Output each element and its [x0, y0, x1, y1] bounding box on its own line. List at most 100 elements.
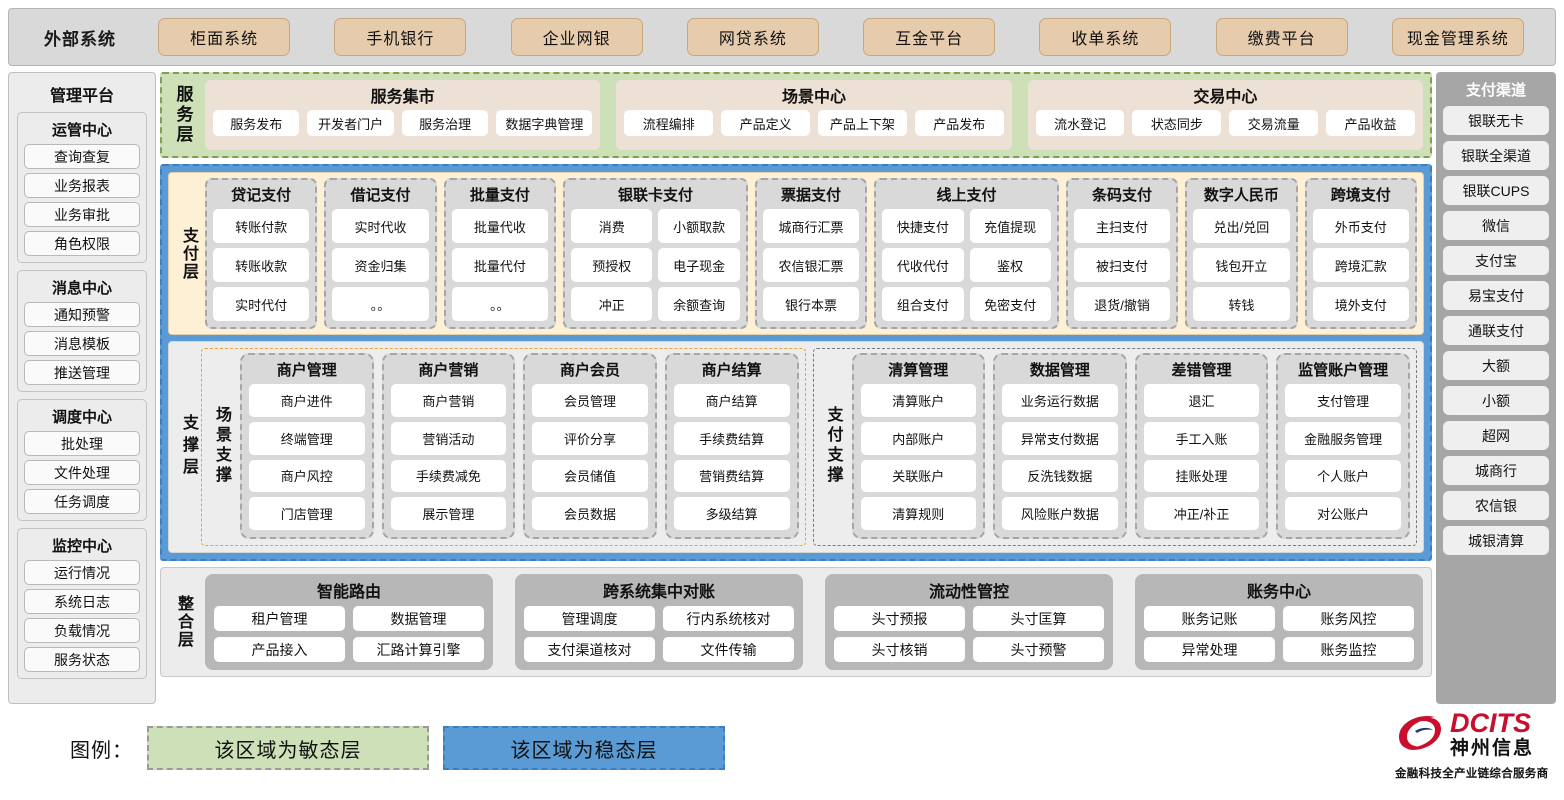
- payment-item[interactable]: 余额查询: [658, 287, 740, 321]
- support-item[interactable]: 风险账户数据: [1002, 497, 1118, 530]
- support-item[interactable]: 反洗钱数据: [1002, 459, 1118, 493]
- payment-item[interactable]: 小额取款: [658, 209, 740, 243]
- integration-item[interactable]: 支付渠道核对: [524, 637, 655, 662]
- integration-item[interactable]: 租户管理: [214, 606, 345, 631]
- payment-item[interactable]: 。。: [332, 287, 429, 321]
- payment-item[interactable]: 预授权: [571, 248, 653, 282]
- sidebar-item-1[interactable]: 系统日志: [24, 589, 140, 614]
- payment-channel-item[interactable]: 大额: [1443, 351, 1549, 380]
- sidebar-item-1[interactable]: 消息模板: [24, 331, 140, 356]
- external-system-chip[interactable]: 柜面系统: [158, 18, 291, 56]
- payment-item[interactable]: 消费: [571, 209, 653, 243]
- service-chip[interactable]: 状态同步: [1132, 110, 1222, 136]
- external-system-chip[interactable]: 现金管理系统: [1391, 18, 1524, 56]
- support-item[interactable]: 多级结算: [673, 497, 790, 530]
- payment-item[interactable]: 实时代收: [332, 209, 429, 243]
- sidebar-item-2[interactable]: 推送管理: [24, 360, 140, 385]
- integration-item[interactable]: 汇路计算引擎: [353, 637, 484, 662]
- payment-item[interactable]: 钱包开立: [1193, 248, 1290, 282]
- sidebar-item-1[interactable]: 业务报表: [24, 173, 140, 198]
- service-chip[interactable]: 产品上下架: [817, 110, 907, 136]
- support-item[interactable]: 挂账处理: [1143, 459, 1260, 493]
- payment-item[interactable]: 城商行汇票: [762, 209, 860, 243]
- payment-item[interactable]: 批量代付: [451, 248, 549, 282]
- payment-item[interactable]: 退货/撤销: [1073, 287, 1171, 321]
- payment-item[interactable]: 组合支付: [882, 287, 964, 321]
- service-chip[interactable]: 产品收益: [1326, 110, 1415, 136]
- payment-item[interactable]: 境外支付: [1312, 287, 1409, 321]
- support-item[interactable]: 会员数据: [532, 497, 648, 530]
- external-system-chip[interactable]: 网贷系统: [686, 18, 819, 56]
- integration-item[interactable]: 管理调度: [524, 606, 655, 631]
- support-item[interactable]: 手续费结算: [673, 421, 790, 455]
- payment-item[interactable]: 免密支付: [969, 287, 1051, 321]
- external-system-chip[interactable]: 互金平台: [863, 18, 996, 56]
- support-item[interactable]: 冲正/补正: [1143, 497, 1260, 530]
- payment-channel-item[interactable]: 银联无卡: [1443, 106, 1549, 135]
- integration-item[interactable]: 账务记账: [1144, 606, 1275, 631]
- payment-channel-item[interactable]: 银联CUPS: [1443, 176, 1549, 205]
- payment-item[interactable]: 转账收款: [213, 248, 310, 282]
- payment-item[interactable]: 主扫支付: [1073, 209, 1171, 243]
- service-chip[interactable]: 产品定义: [721, 110, 810, 136]
- integration-item[interactable]: 文件传输: [663, 637, 794, 662]
- payment-item[interactable]: 实时代付: [213, 287, 310, 321]
- sidebar-item-2[interactable]: 任务调度: [24, 489, 140, 514]
- support-item[interactable]: 清算账户: [860, 384, 977, 417]
- payment-item[interactable]: 农信银汇票: [762, 248, 860, 282]
- service-chip[interactable]: 服务治理: [401, 110, 489, 136]
- payment-channel-item[interactable]: 银联全渠道: [1443, 141, 1549, 170]
- payment-item[interactable]: 代收代付: [882, 248, 964, 282]
- service-chip[interactable]: 产品发布: [914, 110, 1004, 136]
- support-item[interactable]: 退汇: [1143, 384, 1260, 417]
- support-item[interactable]: 展示管理: [390, 497, 507, 530]
- sidebar-item-2[interactable]: 业务审批: [24, 202, 140, 227]
- support-item[interactable]: 手工入账: [1143, 421, 1260, 455]
- service-chip[interactable]: 开发者门户: [307, 110, 394, 136]
- payment-item[interactable]: 被扫支付: [1073, 248, 1171, 282]
- sidebar-item-3[interactable]: 角色权限: [24, 231, 140, 256]
- support-item[interactable]: 对公账户: [1285, 497, 1401, 530]
- payment-item[interactable]: 电子现金: [658, 248, 740, 282]
- support-item[interactable]: 评价分享: [532, 421, 648, 455]
- sidebar-item-0[interactable]: 批处理: [24, 431, 140, 456]
- integration-item[interactable]: 账务监控: [1283, 637, 1414, 662]
- integration-item[interactable]: 头寸预警: [973, 637, 1104, 662]
- integration-item[interactable]: 账务风控: [1283, 606, 1414, 631]
- integration-item[interactable]: 头寸匡算: [973, 606, 1104, 631]
- payment-item[interactable]: 鉴权: [969, 248, 1051, 282]
- external-system-chip[interactable]: 缴费平台: [1215, 18, 1348, 56]
- service-chip[interactable]: 流程编排: [624, 110, 714, 136]
- sidebar-item-0[interactable]: 通知预警: [24, 302, 140, 327]
- service-chip[interactable]: 流水登记: [1035, 110, 1125, 136]
- support-item[interactable]: 营销活动: [390, 421, 507, 455]
- support-item[interactable]: 业务运行数据: [1002, 384, 1118, 417]
- sidebar-item-0[interactable]: 查询查复: [24, 144, 140, 169]
- integration-item[interactable]: 行内系统核对: [663, 606, 794, 631]
- support-item[interactable]: 手续费减免: [390, 459, 507, 493]
- payment-item[interactable]: 兑出/兑回: [1193, 209, 1290, 243]
- support-item[interactable]: 会员管理: [532, 384, 648, 417]
- payment-channel-item[interactable]: 超网: [1443, 421, 1549, 450]
- support-item[interactable]: 营销费结算: [673, 459, 790, 493]
- payment-item[interactable]: 跨境汇款: [1312, 248, 1409, 282]
- support-item[interactable]: 商户营销: [390, 384, 507, 417]
- external-system-chip[interactable]: 收单系统: [1039, 18, 1172, 56]
- payment-channel-item[interactable]: 微信: [1443, 211, 1549, 240]
- support-item[interactable]: 门店管理: [249, 497, 365, 530]
- integration-item[interactable]: 头寸核销: [834, 637, 965, 662]
- payment-item[interactable]: 转钱: [1193, 287, 1290, 321]
- sidebar-item-1[interactable]: 文件处理: [24, 460, 140, 485]
- payment-channel-item[interactable]: 城商行: [1443, 456, 1549, 485]
- payment-channel-item[interactable]: 小额: [1443, 386, 1549, 415]
- payment-item[interactable]: 快捷支付: [882, 209, 964, 243]
- payment-channel-item[interactable]: 通联支付: [1443, 316, 1549, 345]
- support-item[interactable]: 终端管理: [249, 421, 365, 455]
- payment-channel-item[interactable]: 农信银: [1443, 491, 1549, 520]
- support-item[interactable]: 个人账户: [1285, 459, 1401, 493]
- payment-item[interactable]: 批量代收: [451, 209, 549, 243]
- service-chip[interactable]: 交易流量: [1229, 110, 1319, 136]
- support-item[interactable]: 会员储值: [532, 459, 648, 493]
- support-item[interactable]: 金融服务管理: [1285, 421, 1401, 455]
- payment-item[interactable]: 。。: [451, 287, 549, 321]
